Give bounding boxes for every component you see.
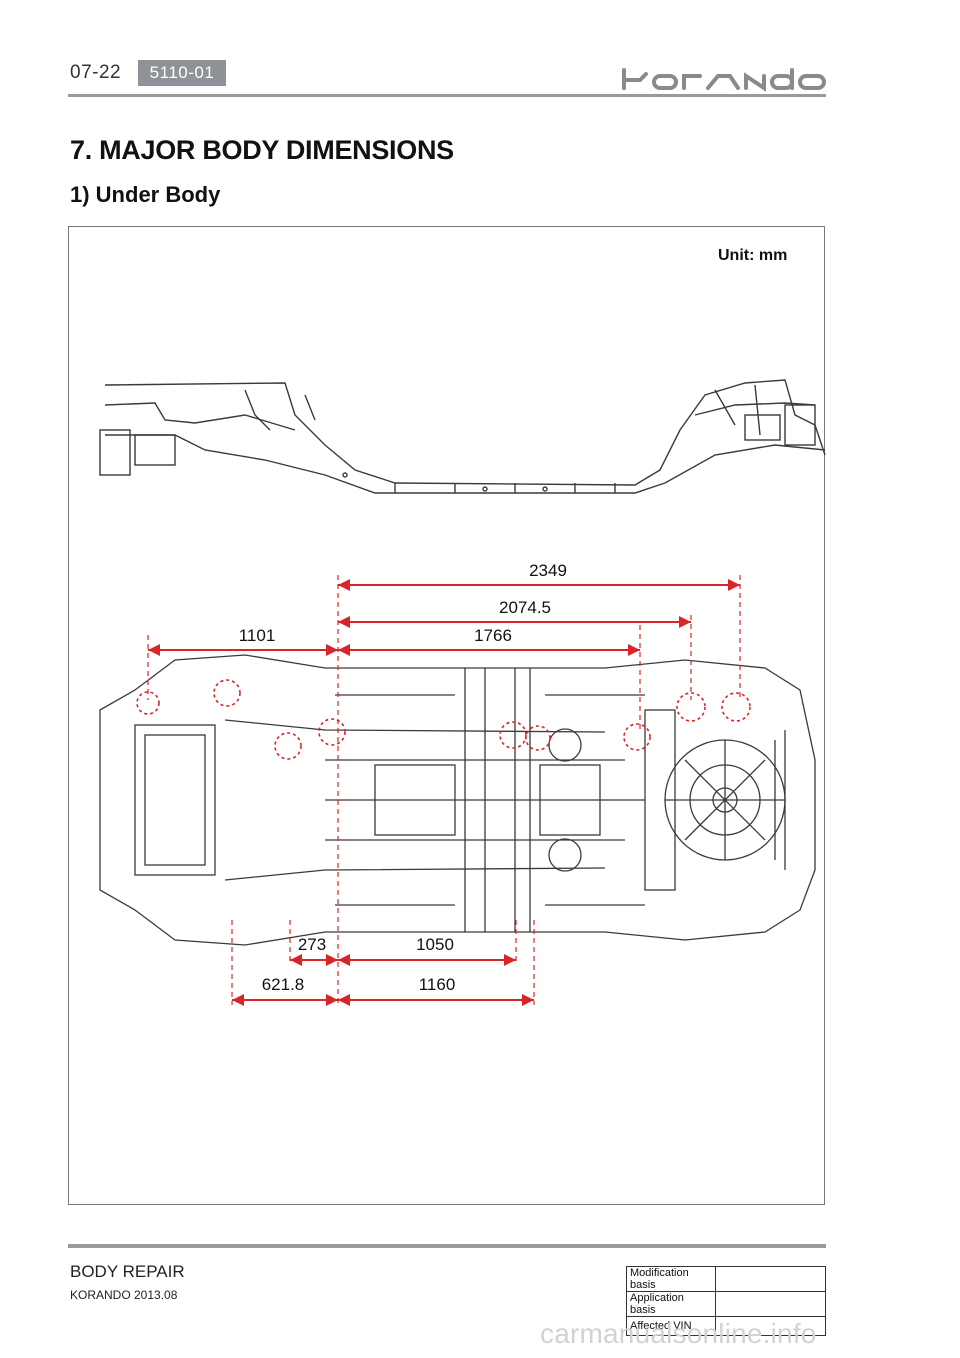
modification-basis-label: Modification basis	[626, 1266, 716, 1292]
section-subtitle: 1) Under Body	[70, 182, 221, 207]
footer-model-date: KORANDO 2013.08	[70, 1288, 178, 1302]
brand-logo	[622, 68, 826, 92]
table-row: Modification basis	[626, 1266, 826, 1292]
dimension-label-621-8: 621.8	[262, 975, 305, 994]
underbody-plan-outline	[99, 654, 816, 946]
application-basis-value	[715, 1291, 826, 1317]
header-rule	[68, 94, 826, 97]
underbody-side-view-drawing	[99, 379, 826, 494]
revision-info-table: Modification basis Application basis Aff…	[626, 1266, 826, 1336]
dimension-label-273: 273	[298, 935, 326, 954]
dimension-label-2349: 2349	[529, 561, 567, 580]
affected-vin-value	[715, 1316, 826, 1336]
dimension-label-1766: 1766	[474, 626, 512, 645]
dimension-label-2074-5: 2074.5	[499, 598, 551, 617]
page-number: 07-22	[70, 62, 122, 83]
figure-frame	[68, 226, 825, 1205]
unit-label: Unit: mm	[718, 247, 788, 264]
dimension-label-1160: 1160	[419, 975, 456, 994]
modification-basis-value	[715, 1266, 826, 1292]
affected-vin-label: Affected VIN	[626, 1316, 716, 1336]
table-row: Application basis	[626, 1291, 826, 1317]
table-row: Affected VIN	[626, 1316, 826, 1336]
footer-rule	[68, 1244, 826, 1248]
footer-section-name: BODY REPAIR	[70, 1262, 185, 1281]
dimension-label-1101: 1101	[239, 626, 276, 645]
dimension-label-1050: 1050	[416, 935, 454, 954]
page-title: 7. MAJOR BODY DIMENSIONS	[70, 135, 454, 165]
watermark: carmanualsonline.info	[540, 1318, 817, 1349]
application-basis-label: Application basis	[626, 1291, 716, 1317]
section-code-badge: 5110-01	[138, 60, 226, 86]
underbody-dimension-drawing: 2349 2074.5 1101 1766 273 1050 621.8 116…	[99, 561, 816, 1006]
